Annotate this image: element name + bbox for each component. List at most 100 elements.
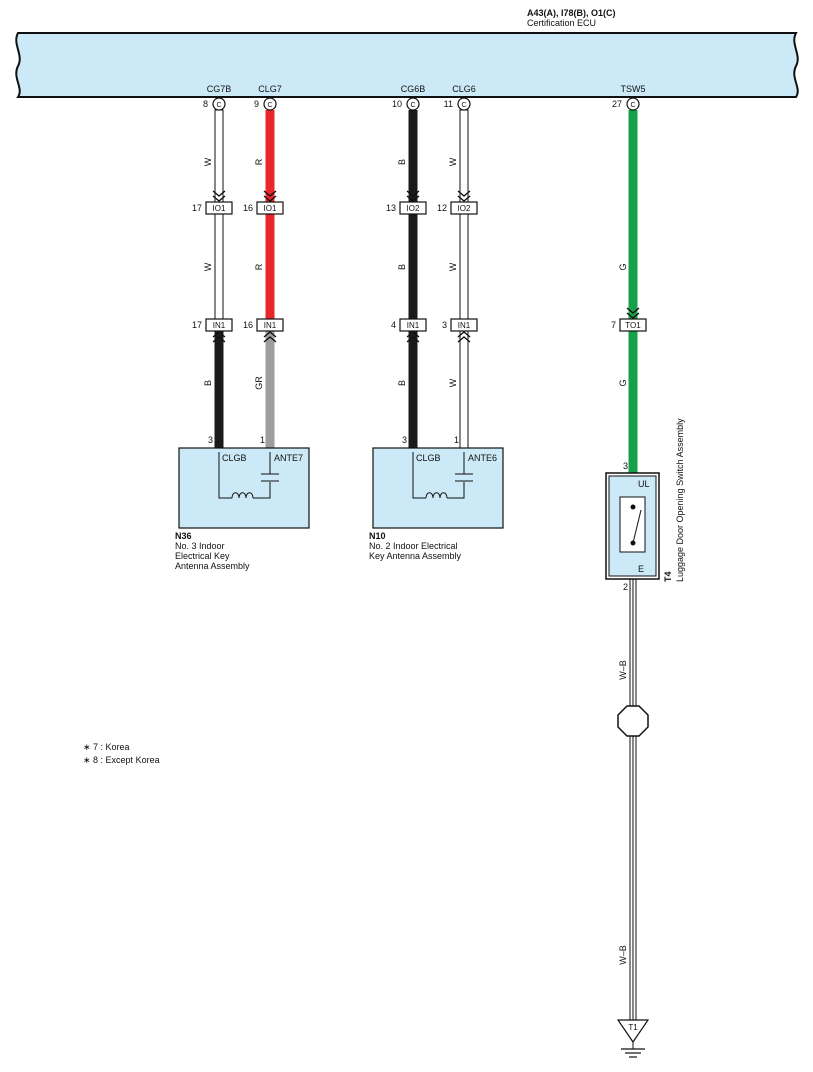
wire-color-label: G <box>618 263 628 270</box>
terminal-name: CLG7 <box>258 84 282 94</box>
junction-label: IN1 <box>458 321 471 330</box>
switch-pin: 2 <box>623 582 628 592</box>
antenna-assembly-n10: 3 1 CLGB ANTE6 N10 No. 2 Indoor Electric… <box>369 435 504 561</box>
junction-pin: 3 <box>442 320 447 330</box>
wire-segment <box>628 110 638 319</box>
junction-label: IN1 <box>213 321 226 330</box>
wire-color-label: W–B <box>618 660 628 680</box>
wire-color-label: GR <box>254 376 264 390</box>
component-code: N36 <box>175 531 192 541</box>
splice-octagon <box>617 705 649 737</box>
antenna-pin: 3 <box>208 435 213 445</box>
antenna-pin: 1 <box>454 435 459 445</box>
junction-connector: IN1 3 <box>442 318 478 332</box>
pin-connector: C <box>461 102 466 109</box>
connector-arrows <box>212 190 640 343</box>
connector-arrow <box>212 190 226 202</box>
wires <box>214 109 638 1020</box>
pin-number: 8 <box>203 99 208 109</box>
ground-symbol: T1 <box>616 1019 650 1058</box>
wire-segment <box>214 331 224 448</box>
wire-color-label: W <box>448 262 458 271</box>
wire-color-label: B <box>397 380 407 386</box>
terminal-name: TSW5 <box>620 84 645 94</box>
wire-color-label: R <box>254 263 264 270</box>
ecu-connector-ids: A43(A), I78(B), O1(C) <box>527 8 616 18</box>
junction-pin: 4 <box>391 320 396 330</box>
pin-number: 27 <box>612 99 622 109</box>
component-desc-line: No. 2 Indoor Electrical <box>369 541 458 551</box>
terminal-name: CLG6 <box>452 84 476 94</box>
pin-circle: C 11 <box>444 97 471 111</box>
connector-arrow <box>457 190 471 202</box>
wire-segment <box>408 331 418 448</box>
wire-color-label: W <box>448 157 458 166</box>
junction-pin: 12 <box>437 203 447 213</box>
wire-segment <box>265 110 275 202</box>
junction-connector: IO2 12 <box>437 201 478 215</box>
connector-arrow <box>406 190 420 202</box>
ground-label: T1 <box>628 1023 638 1032</box>
junction-connector: IN1 16 <box>243 318 284 332</box>
junction-pin: 13 <box>386 203 396 213</box>
component-name: Luggage Door Opening Switch Assembly <box>675 418 685 582</box>
connector-arrow <box>212 331 226 343</box>
pin-circle: C 27 <box>612 97 640 111</box>
wire-color-label: R <box>254 158 264 165</box>
wire-segment <box>214 109 224 203</box>
switch-terminal: E <box>638 564 644 574</box>
wire-segment <box>408 110 418 202</box>
junction-connector: IO2 13 <box>386 201 427 215</box>
wire-color-label: W <box>448 378 458 387</box>
switch-contact-symbol <box>630 504 642 546</box>
wire-color-label: B <box>203 380 213 386</box>
junction-label: IO1 <box>213 204 226 213</box>
connector-arrow <box>263 331 277 343</box>
pin-connector: C <box>410 102 415 109</box>
note-line: ∗ 7 : Korea <box>83 742 130 752</box>
wire-segment <box>459 109 469 203</box>
ecu-bar <box>15 32 799 98</box>
wire-segment <box>459 330 469 449</box>
wire-color-label: W <box>203 157 213 166</box>
junction-in-row: IN1 17 IN1 16 IN1 4 IN1 3 TO1 7 <box>192 318 647 332</box>
junction-connector: IN1 4 <box>391 318 427 332</box>
junction-connector: IO1 17 <box>192 201 233 215</box>
junction-label: IO1 <box>264 204 277 213</box>
antenna-circuit <box>412 452 473 499</box>
wire-segment <box>265 214 275 319</box>
junction-label: IO2 <box>407 204 420 213</box>
junction-pin: 16 <box>243 320 253 330</box>
terminal-name: CG6B <box>401 84 426 94</box>
component-code: N10 <box>369 531 386 541</box>
junction-label: IN1 <box>407 321 420 330</box>
pin-circle: C 9 <box>254 97 277 111</box>
switch-pin: 3 <box>623 461 628 471</box>
pin-connector: C <box>216 102 221 109</box>
antenna-pin: 1 <box>260 435 265 445</box>
junction-pin: 17 <box>192 320 202 330</box>
junction-io-row: IO1 17 IO1 16 IO2 13 IO2 12 <box>192 201 478 215</box>
wire-segment <box>265 331 275 448</box>
junction-label: IO2 <box>458 204 471 213</box>
antenna-terminal: CLGB <box>222 453 247 463</box>
component-desc-line: Electrical Key <box>175 551 230 561</box>
ecu-name: Certification ECU <box>527 18 596 28</box>
component-desc-line: No. 3 Indoor <box>175 541 225 551</box>
switch-terminal: UL <box>638 479 650 489</box>
junction-connector: IN1 17 <box>192 318 233 332</box>
component-desc-line: Antenna Assembly <box>175 561 250 571</box>
pin-circle: C 8 <box>203 97 226 111</box>
junction-label: TO1 <box>625 321 641 330</box>
terminal-name: CG7B <box>207 84 232 94</box>
wire-color-label: W–B <box>618 945 628 965</box>
ecu-terminals: CG7B CLG7 CG6B CLG6 TSW5 <box>207 84 646 94</box>
wire-color-label: G <box>618 379 628 386</box>
pin-circle: C 10 <box>392 97 420 111</box>
wire-labels: W R B W W R B W G B GR B W G W–B W–B <box>203 157 628 965</box>
pin-number: 9 <box>254 99 259 109</box>
pin-number: 11 <box>444 99 453 109</box>
luggage-door-switch: 3 UL E 2 T4 Luggage Door Opening Switch … <box>605 418 685 592</box>
wire-segment <box>408 214 418 319</box>
